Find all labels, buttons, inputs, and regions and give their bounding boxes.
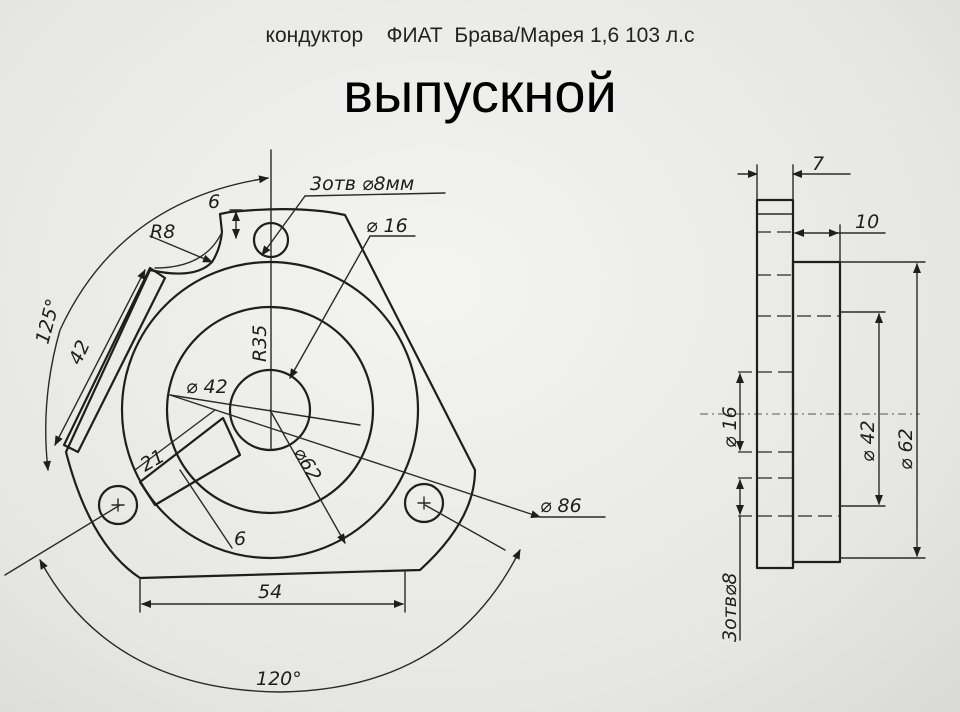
dim-d62-side: ⌀ 62 [895, 428, 917, 470]
dim-d16-front: ⌀ 16 [366, 215, 408, 237]
dim-125-deg: 125° [32, 296, 65, 346]
dim-r8: R8 [150, 221, 175, 243]
dim-d42-front: ⌀ 42 [186, 376, 228, 398]
dim-7: 7 [812, 153, 824, 175]
dim-6-top: 6 [208, 191, 220, 213]
front-holes-note: 3отв ⌀8мм [310, 173, 414, 195]
drawing-title: выпускной [343, 61, 617, 124]
dim-d42-side: ⌀ 42 [857, 420, 879, 462]
dim-d16-side: ⌀ 16 [719, 406, 741, 448]
drawing-subtitle: кондуктор ФИАТ Брава/Марея 1,6 103 л.с [265, 24, 695, 47]
dim-d86: ⌀ 86 [540, 495, 582, 517]
dim-42-slot: 42 [65, 337, 95, 368]
dim-120-deg: 120° [256, 668, 302, 690]
diameter-line-42 [169, 394, 361, 426]
side-view: 7 10 ⌀ 62 ⌀ 42 ⌀ 16 3отв⌀8 [719, 153, 926, 642]
mount-hole-right [403, 482, 445, 524]
mount-hole-left [97, 484, 139, 526]
side-holes-note: 3отв⌀8 [719, 572, 741, 642]
side-boss [791, 260, 842, 564]
side-flange [755, 198, 795, 570]
dim-10: 10 [855, 211, 879, 233]
dim-r35: R35 [249, 325, 271, 362]
dim-54: 54 [258, 581, 282, 603]
dim-d62-front: ⌀62 [289, 444, 326, 486]
dim-21: 21 [137, 445, 169, 476]
dim-6-bottom: 6 [234, 528, 246, 550]
front-view: 3отв ⌀8мм 6 R8 ⌀ 16 R35 125° 42 ⌀ 42 ⌀62… [4, 149, 606, 693]
